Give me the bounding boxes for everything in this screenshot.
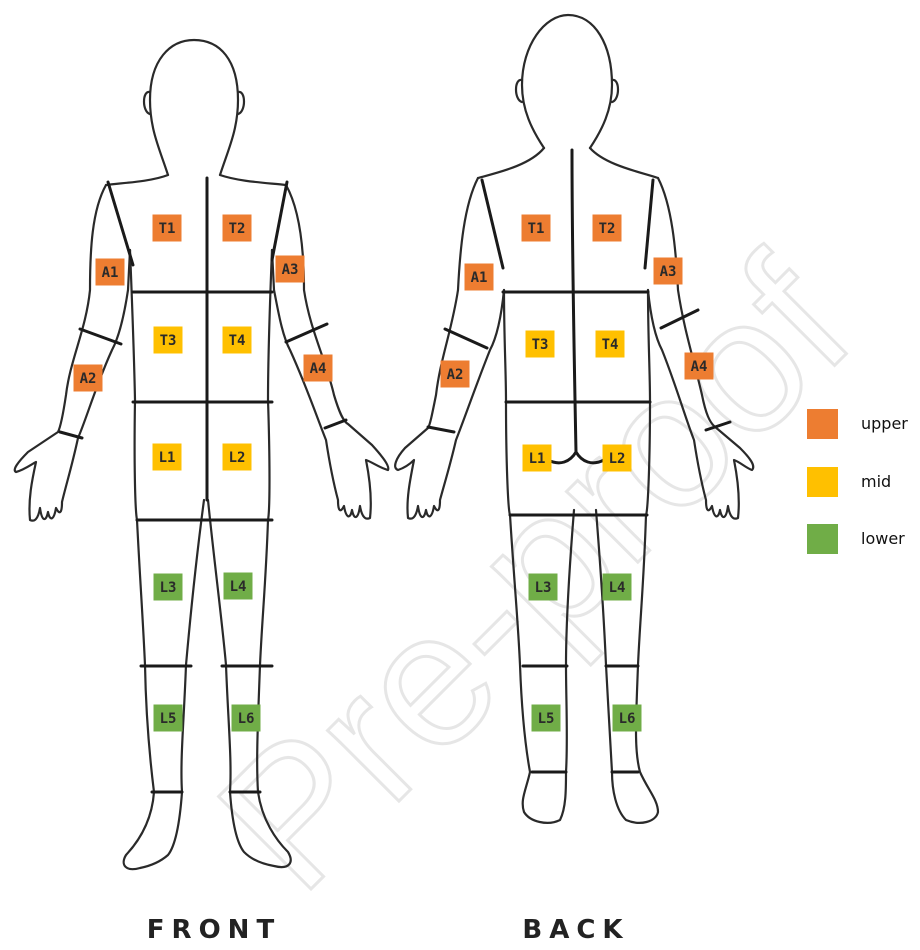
front-region-a4-label: A4 <box>310 361 327 377</box>
back-region-a4: A4 <box>685 353 714 380</box>
front-region-t1: T1 <box>153 215 182 242</box>
back-left-shoulder-line <box>482 180 503 268</box>
front-right-arm-outline <box>272 185 388 519</box>
front-region-l4: L4 <box>224 573 253 600</box>
front-region-l5: L5 <box>154 705 183 732</box>
back-region-l6: L6 <box>613 705 642 732</box>
front-region-l3-label: L3 <box>160 580 177 596</box>
back-region-a1-label: A1 <box>471 270 488 286</box>
front-region-t2-label: T2 <box>229 221 246 237</box>
front-head-outline <box>150 40 238 175</box>
back-region-a3-label: A3 <box>660 264 677 280</box>
back-region-l1: L1 <box>523 445 552 472</box>
front-left-elbow-line <box>80 329 121 344</box>
front-region-l3: L3 <box>154 574 183 601</box>
back-region-l4-label: L4 <box>609 580 626 596</box>
back-region-l3: L3 <box>529 574 558 601</box>
legend-item-mid: mid <box>807 467 891 497</box>
legend-swatch-upper <box>807 409 838 439</box>
front-right-wrist-line <box>325 420 346 428</box>
back-region-a4-label: A4 <box>691 359 708 375</box>
back-region-a2: A2 <box>441 361 470 388</box>
front-region-l5-label: L5 <box>160 711 177 727</box>
front-region-a3: A3 <box>276 256 305 283</box>
front-region-a2: A2 <box>74 365 103 392</box>
front-region-a3-label: A3 <box>282 262 299 278</box>
back-left-wrist-line <box>428 427 454 432</box>
back-region-l4: L4 <box>603 574 632 601</box>
back-head-outline <box>522 15 612 148</box>
back-region-a3: A3 <box>654 258 683 285</box>
back-region-t1: T1 <box>522 215 551 242</box>
back-region-l5-label: L5 <box>538 711 555 727</box>
back-region-l1-label: L1 <box>529 451 546 467</box>
back-region-t3-label: T3 <box>532 337 549 353</box>
front-right-elbow-line <box>286 324 327 342</box>
front-region-t1-label: T1 <box>159 221 176 237</box>
back-region-l5: L5 <box>532 705 561 732</box>
back-region-l2-label: L2 <box>609 451 626 467</box>
front-region-t4-label: T4 <box>229 333 246 349</box>
legend-swatch-lower <box>807 524 838 554</box>
back-region-a2-label: A2 <box>447 367 464 383</box>
legend-item-lower: lower <box>807 524 905 554</box>
back-region-t4-label: T4 <box>602 337 619 353</box>
back-region-l2: L2 <box>603 445 632 472</box>
front-neck-shoulders <box>106 175 286 185</box>
back-region-t4: T4 <box>596 331 625 358</box>
back-region-l6-label: L6 <box>619 711 636 727</box>
front-region-l2-label: L2 <box>229 450 246 466</box>
legend-swatch-mid <box>807 467 838 497</box>
front-region-t2: T2 <box>223 215 252 242</box>
legend-label-lower: lower <box>861 529 905 548</box>
front-region-a1-label: A1 <box>102 265 119 281</box>
legend-label-upper: upper <box>861 414 908 433</box>
back-region-t2-label: T2 <box>599 221 616 237</box>
legend-item-upper: upper <box>807 409 908 439</box>
front-region-l6-label: L6 <box>238 711 255 727</box>
legend-label-mid: mid <box>861 472 891 491</box>
back-region-t2: T2 <box>593 215 622 242</box>
front-region-a4: A4 <box>304 355 333 382</box>
front-region-l6: L6 <box>232 705 261 732</box>
front-region-a1: A1 <box>96 259 125 286</box>
front-region-l1-label: L1 <box>159 450 176 466</box>
front-left-shoulder-line <box>108 182 133 265</box>
front-region-l1: L1 <box>153 444 182 471</box>
front-left-arm-outline <box>15 185 130 521</box>
front-view-label: FRONT <box>147 915 281 945</box>
front-region-t3: T3 <box>154 327 183 354</box>
back-region-t3: T3 <box>526 331 555 358</box>
back-region-l3-label: L3 <box>535 580 552 596</box>
front-region-a2-label: A2 <box>80 371 97 387</box>
legend: upper mid lower <box>807 409 908 554</box>
front-region-l2: L2 <box>223 444 252 471</box>
front-region-t3-label: T3 <box>160 333 177 349</box>
back-region-a1: A1 <box>465 264 494 291</box>
back-right-shoulder-line <box>645 180 653 268</box>
front-region-t4: T4 <box>223 327 252 354</box>
back-left-elbow-line <box>445 329 487 348</box>
back-neck-shoulders <box>478 148 658 178</box>
back-view-label: BACK <box>522 915 629 945</box>
back-region-t1-label: T1 <box>528 221 545 237</box>
front-region-l4-label: L4 <box>230 579 247 595</box>
front-right-shoulder-line <box>272 182 287 260</box>
